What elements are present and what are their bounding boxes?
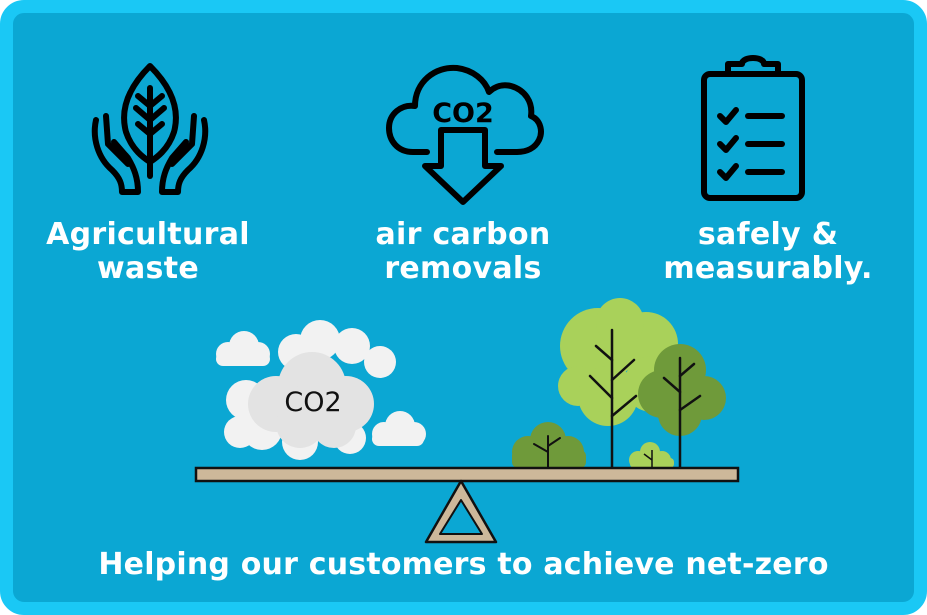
cloud-co2-down-arrow-icon: CO2 xyxy=(386,64,544,205)
feature-label-safely-measurably: safely & measurably. xyxy=(648,218,888,286)
small-cloud-icon xyxy=(216,331,270,366)
bush-icon xyxy=(629,442,674,469)
small-cloud-icon xyxy=(372,411,426,446)
big-cloud-icon: CO2 xyxy=(224,320,396,460)
seesaw-fulcrum xyxy=(424,479,498,544)
feature-label-line1: safely & xyxy=(697,217,839,252)
feature-label-line1: air carbon xyxy=(375,217,551,252)
feature-label-line2: removals xyxy=(384,251,542,286)
feature-label-air-carbon-removals: air carbon removals xyxy=(343,218,583,286)
cloud-co2-label: CO2 xyxy=(432,98,494,129)
bush-icon xyxy=(512,422,586,469)
seesaw-beam xyxy=(194,466,740,483)
footer-tagline: Helping our customers to achieve net-zer… xyxy=(98,547,829,582)
clipboard-checklist-icon xyxy=(701,55,805,201)
tree-icon xyxy=(638,344,726,470)
scene-co2-label: CO2 xyxy=(284,387,341,418)
feature-label-line2: measurably. xyxy=(663,251,873,286)
hands-holding-leaf-icon xyxy=(91,63,209,195)
feature-label-line2: waste xyxy=(96,251,199,286)
feature-label-line1: Agricultural xyxy=(46,217,250,252)
feature-label-agricultural-waste: Agricultural waste xyxy=(28,218,268,286)
